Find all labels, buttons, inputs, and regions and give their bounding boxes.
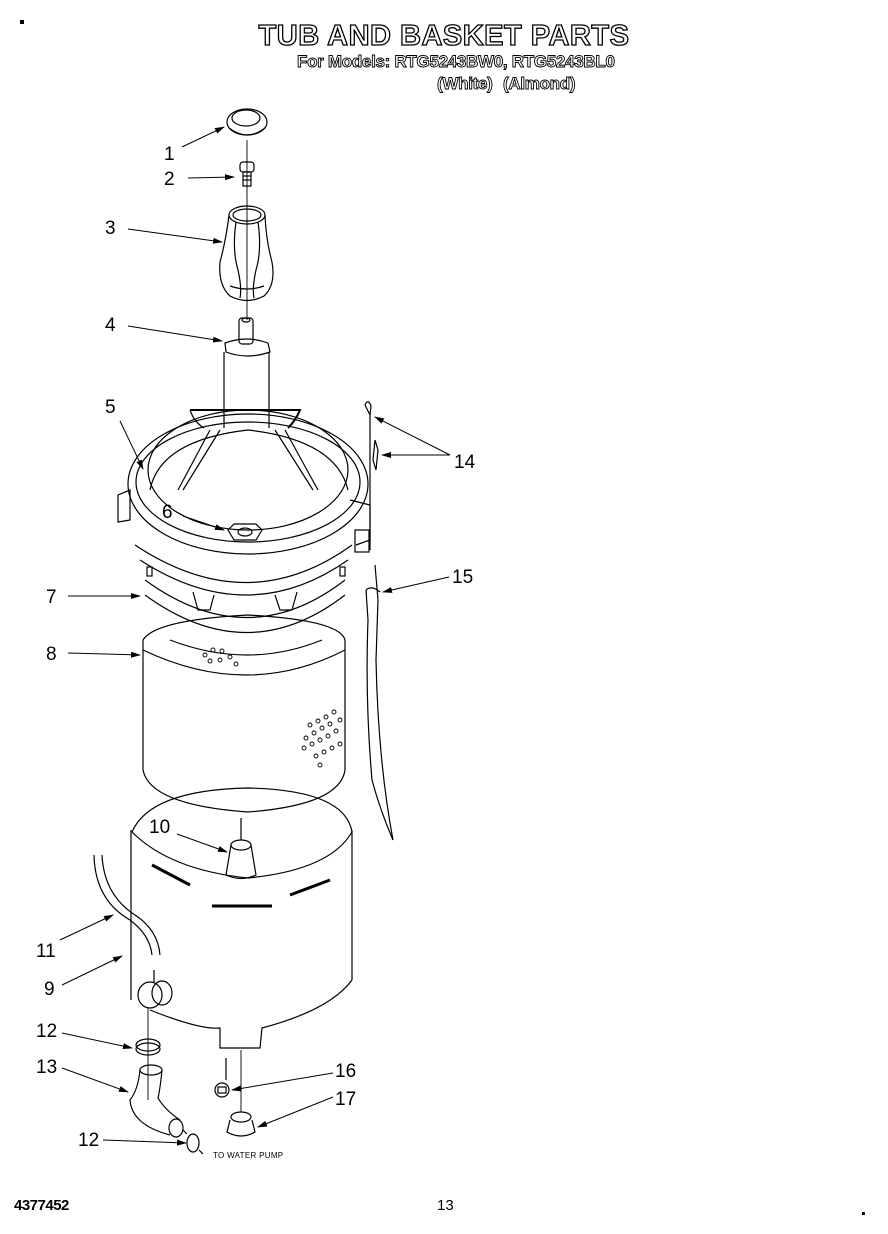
page-title: TUB AND BASKET PARTS [258,19,630,52]
part-16-screw [214,1058,230,1098]
callout-5: 5 [105,397,116,418]
part-1-cap [226,108,268,136]
callout-1: 1 [164,144,175,165]
part-12-clamp-upper [135,1038,161,1056]
part-3-agitator-barrel [219,205,274,302]
models-line: For Models: RTG5243BW0, RTG5243BL0 [297,52,616,72]
callout-3: 3 [105,218,116,239]
part-17-seal [226,1050,256,1137]
page-number: 13 [437,1197,454,1214]
part-14-clips [364,401,379,550]
callout-7: 7 [46,587,57,608]
callout-6: 6 [162,502,173,523]
callout-13: 13 [36,1057,58,1078]
part-13-elbow-hose [129,1064,184,1138]
part-7-balance-ring [134,544,353,634]
part-15-strip [365,564,394,841]
part-2-bolt [239,161,255,187]
callout-14: 14 [454,452,476,473]
callout-17: 17 [335,1089,357,1110]
variant-almond: (Almond) [503,74,576,94]
part-6-nut [227,523,263,541]
callout-12-lower: 12 [78,1130,100,1151]
document-number: 4377452 [14,1197,69,1214]
callout-12-upper: 12 [36,1021,58,1042]
callout-9: 9 [44,979,55,1000]
callout-16: 16 [335,1061,357,1082]
variant-white: (White) [437,74,494,94]
part-12-clamp-lower [182,1129,204,1155]
callout-8: 8 [46,644,57,665]
part-8-basket [142,614,346,813]
leader-lines [59,126,451,1146]
callout-11: 11 [36,941,56,962]
callout-4: 4 [105,315,116,336]
callout-2: 2 [164,169,175,190]
part-5-tub-ring [117,409,371,555]
corner-registration-mark [862,1212,865,1215]
callout-10: 10 [149,817,171,838]
part-4-drive-hub [223,317,271,428]
tub-outlet [137,970,173,1100]
part-9-outer-tub [130,787,353,1049]
part-11-hose [93,854,161,956]
corner-registration-mark [20,20,24,24]
to-water-pump-note: TO WATER PUMP [213,1151,284,1160]
callout-15: 15 [452,567,474,588]
part-10-drain-fitting [225,818,257,880]
